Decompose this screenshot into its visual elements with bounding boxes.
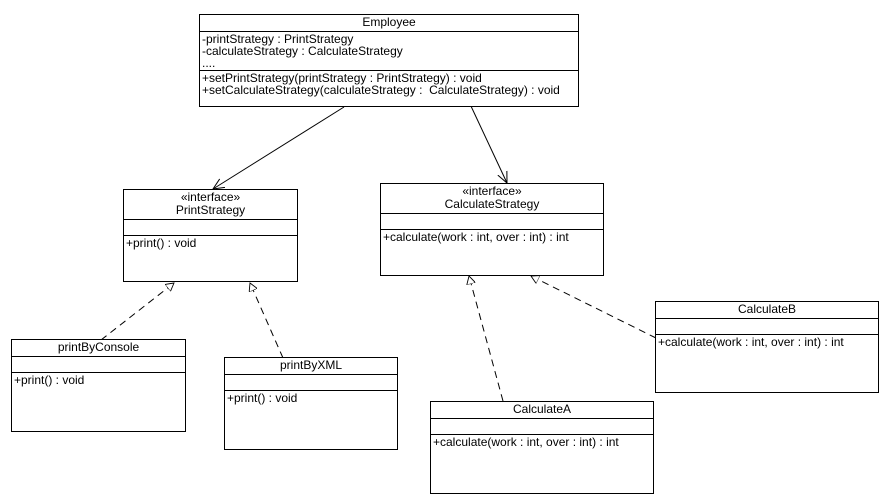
calculate-b-class[interactable]: CalculateB +calculate(work : int, over :… [655,301,879,393]
operation: +print() : void [227,391,298,405]
realization-calculateb [531,276,657,339]
operation: +calculate(work : int, over : int) : int [383,230,569,244]
class-attributes [381,214,603,230]
calculate-a-class[interactable]: CalculateA +calculate(work : int, over :… [430,401,654,494]
class-header: CalculateA [431,402,653,419]
class-name: CalculateStrategy [444,197,540,211]
class-attributes: -printStrategy : PrintStrategy -calculat… [200,32,578,71]
class-name: CalculateB [737,302,797,316]
realization-printbyxml [250,283,284,359]
attribute: -calculateStrategy : CalculateStrategy [202,44,403,58]
class-attributes [124,220,297,236]
class-operations: +setPrintStrategy(printStrategy : PrintS… [200,71,578,106]
class-attributes [431,419,653,435]
class-header: «interface» PrintStrategy [124,190,297,220]
stereotype: «interface» [462,184,522,198]
class-operations: +print() : void [12,373,185,431]
class-attributes [656,319,878,335]
class-operations: +calculate(work : int, over : int) : int [431,435,653,493]
calculate-strategy-interface[interactable]: «interface» CalculateStrategy +calculate… [380,183,604,276]
class-name: printByXML [279,358,343,372]
association-employee-printstrategy [213,106,345,189]
stereotype: «interface» [180,190,241,204]
class-name: PrintStrategy [175,203,246,217]
operation: +print() : void [14,373,85,387]
print-strategy-interface[interactable]: «interface» PrintStrategy +print() : voi… [123,189,298,282]
operation: +calculate(work : int, over : int) : int [433,435,619,449]
class-name: printByConsole [57,340,140,354]
class-operations: +calculate(work : int, over : int) : int [656,335,878,392]
class-header: Employee [200,15,578,32]
class-attributes [12,357,185,373]
class-header: printByXML [225,358,397,375]
operation: +setPrintStrategy(printStrategy : PrintS… [202,71,482,85]
class-operations: +print() : void [124,236,297,281]
class-operations: +print() : void [225,391,397,449]
employee-class[interactable]: Employee -printStrategy : PrintStrategy … [199,14,579,107]
class-header: printByConsole [12,340,185,357]
realization-calculatea [469,276,504,402]
attribute: -printStrategy : PrintStrategy [202,32,354,46]
realization-printbyconsole [100,283,174,341]
operation: +print() : void [126,236,197,250]
class-name: CalculateA [512,402,572,416]
class-header: «interface» CalculateStrategy [381,184,603,214]
print-by-console-class[interactable]: printByConsole +print() : void [11,339,186,432]
class-header: CalculateB [656,302,878,319]
class-operations: +calculate(work : int, over : int) : int [381,230,603,275]
class-attributes [225,375,397,391]
attribute: .... [202,56,216,70]
operation: +setCalculateStrategy(calculateStrategy … [202,83,560,97]
association-employee-calculatestrategy [469,103,507,183]
operation: +calculate(work : int, over : int) : int [658,335,844,349]
print-by-xml-class[interactable]: printByXML +print() : void [224,357,398,450]
class-name: Employee [362,15,416,29]
